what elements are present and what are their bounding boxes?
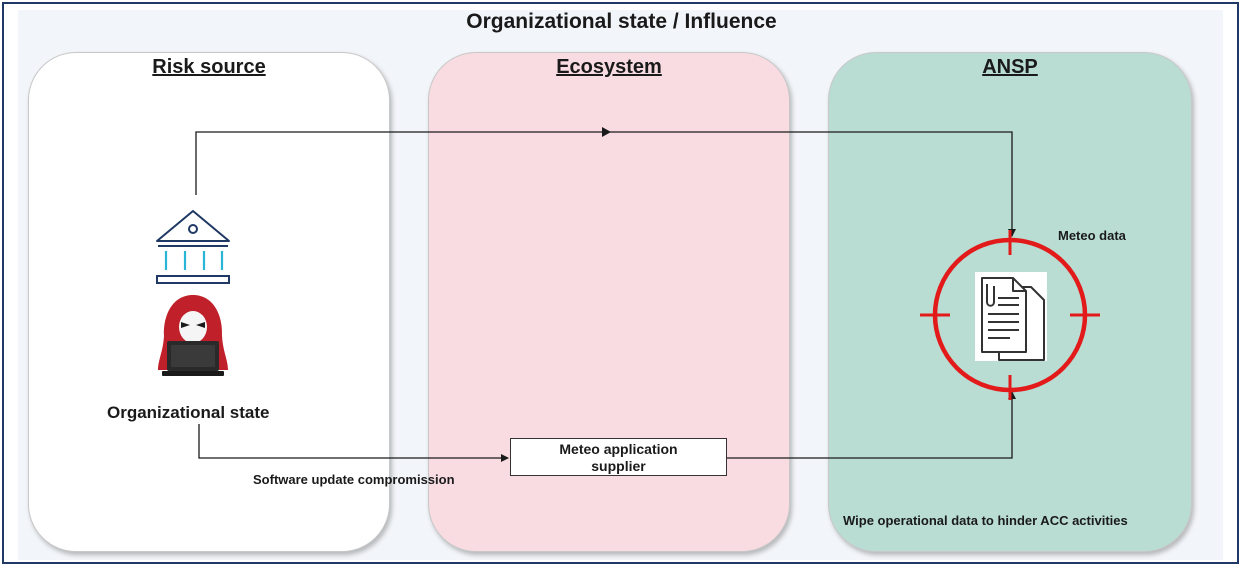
supplier-line-2: supplier (591, 458, 646, 474)
zone-title-ansp: ANSP (982, 56, 1038, 78)
connector-top-midarrow (602, 127, 611, 137)
zone-risk-source: Risk source (28, 52, 390, 552)
target-crosshair-icon (920, 230, 1100, 400)
diagram-title: Organizational state / Influence (466, 10, 777, 33)
organizational-state-label: Organizational state (107, 403, 270, 422)
wipe-data-label: Wipe operational data to hinder ACC acti… (843, 513, 1128, 528)
hooded-hacker-icon (158, 295, 228, 376)
government-building-icon (156, 210, 230, 284)
zone-title-ecosystem: Ecosystem (556, 56, 662, 78)
meteo-data-label: Meteo data (1058, 228, 1126, 243)
zone-title-risk-source: Risk source (152, 56, 266, 78)
connector-to-supplier (198, 424, 509, 462)
connector-supplier-to-target (727, 391, 1016, 459)
software-update-label: Software update compromission (253, 472, 455, 487)
meteo-supplier-box: Meteo application supplier (510, 438, 727, 476)
documents-icon (975, 272, 1047, 361)
supplier-line-1: Meteo application (559, 441, 678, 457)
connector-top (195, 127, 1016, 237)
